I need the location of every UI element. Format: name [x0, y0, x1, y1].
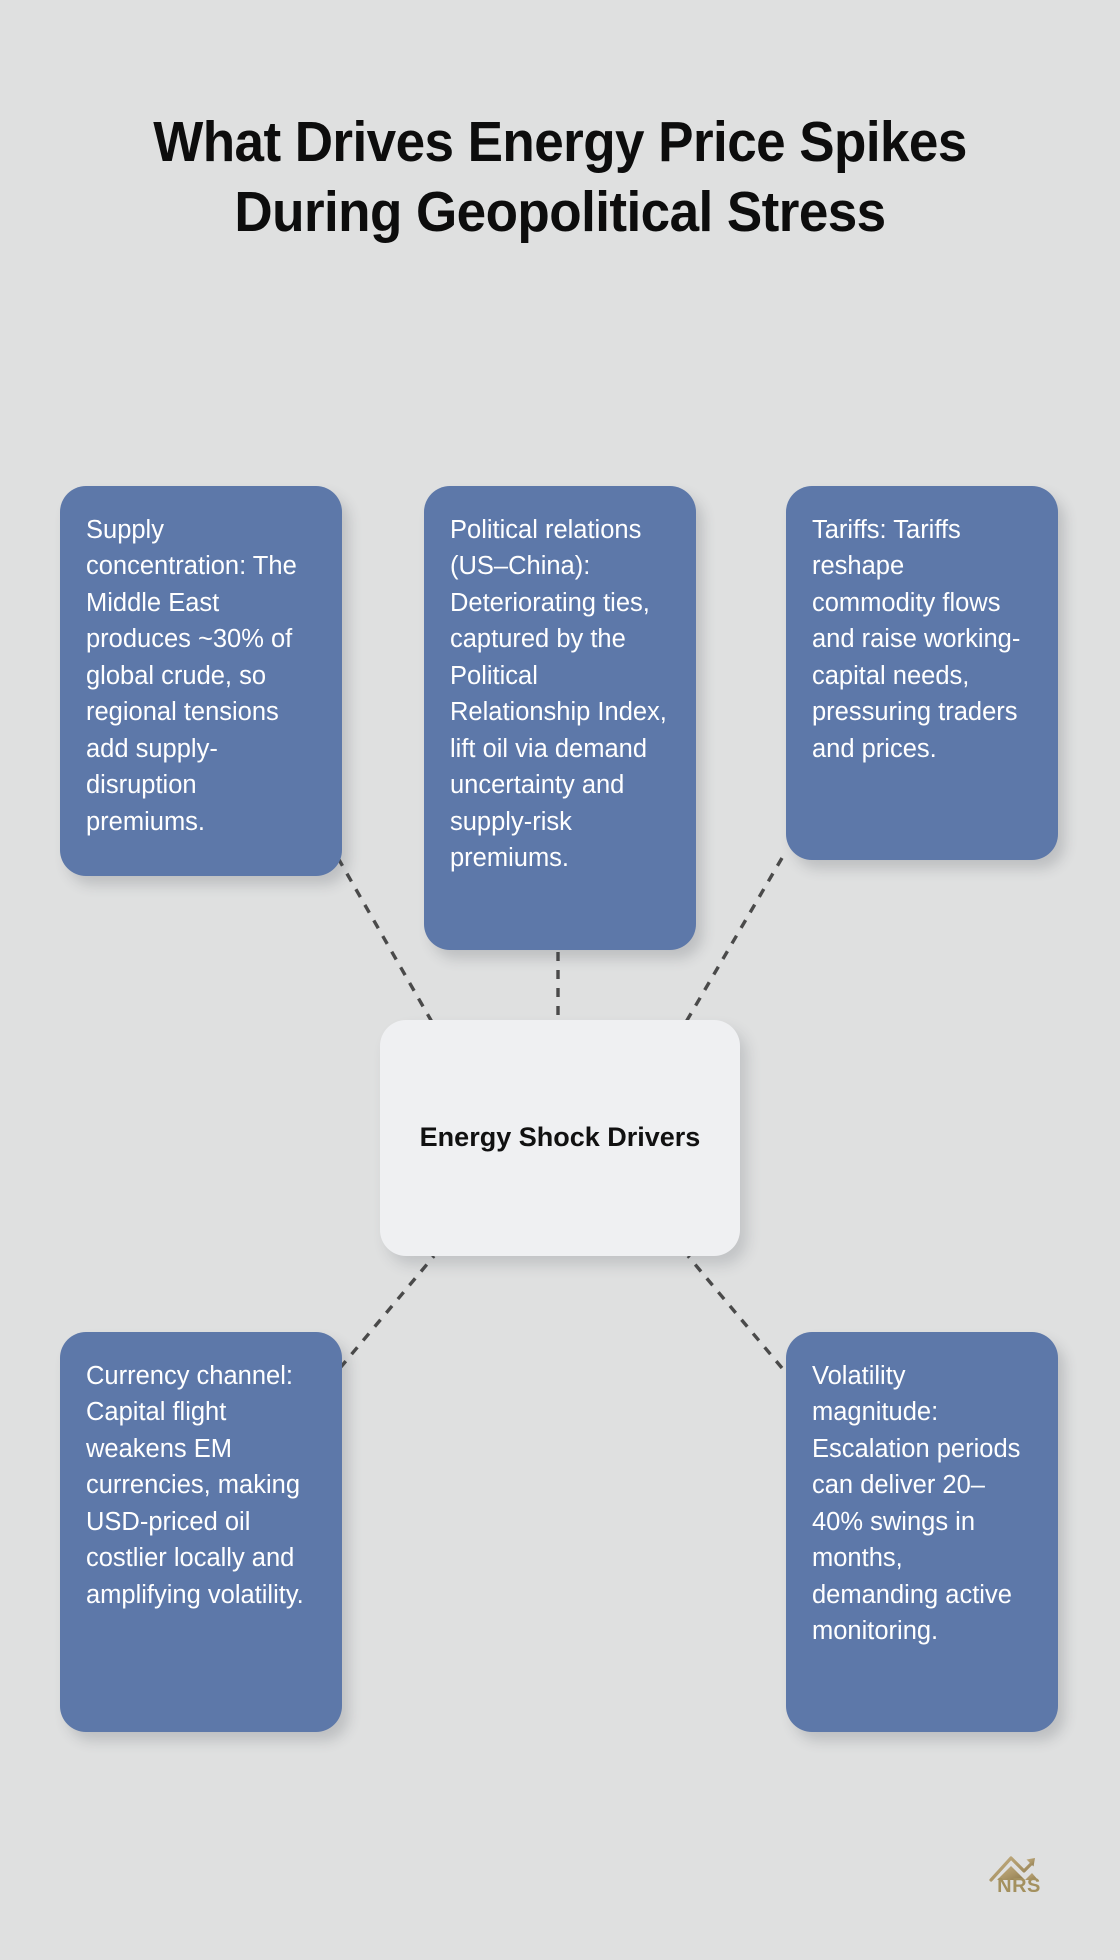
- hub-node-energy-shock-drivers[interactable]: Energy Shock Drivers: [380, 1020, 740, 1256]
- connector-supply-to-hub: [336, 857, 434, 1023]
- driver-card-volatility-magnitude-text: Volatility magnitude: Escalation periods…: [812, 1362, 1028, 1646]
- driver-card-supply-concentration-text: Supply concentration: The Middle East pr…: [86, 516, 304, 836]
- logo-wordmark: NRS: [997, 1875, 1041, 1897]
- driver-card-political-relations[interactable]: Political relations (US–China): Deterior…: [424, 486, 696, 950]
- page-title: What Drives Energy Price Spikes During G…: [153, 110, 967, 244]
- connector-currency-to-hub: [338, 1254, 436, 1370]
- driver-card-currency-channel[interactable]: Currency channel: Capital flight weakens…: [60, 1332, 342, 1732]
- hub-node-label: Energy Shock Drivers: [419, 1122, 701, 1153]
- connector-volatility-to-hub: [686, 1254, 784, 1370]
- driver-card-tariffs[interactable]: Tariffs: Tariffs reshape commodity flows…: [786, 486, 1058, 860]
- connector-tariffs-to-hub: [684, 857, 784, 1023]
- house-roof-growth-arrow-icon: [989, 1856, 1038, 1882]
- driver-card-currency-channel-text: Currency channel: Capital flight weakens…: [86, 1362, 308, 1609]
- driver-card-political-relations-text: Political relations (US–China): Deterior…: [450, 516, 674, 873]
- driver-card-supply-concentration[interactable]: Supply concentration: The Middle East pr…: [60, 486, 342, 876]
- driver-card-volatility-magnitude[interactable]: Volatility magnitude: Escalation periods…: [786, 1332, 1058, 1732]
- driver-card-tariffs-text: Tariffs: Tariffs reshape commodity flows…: [812, 516, 1025, 763]
